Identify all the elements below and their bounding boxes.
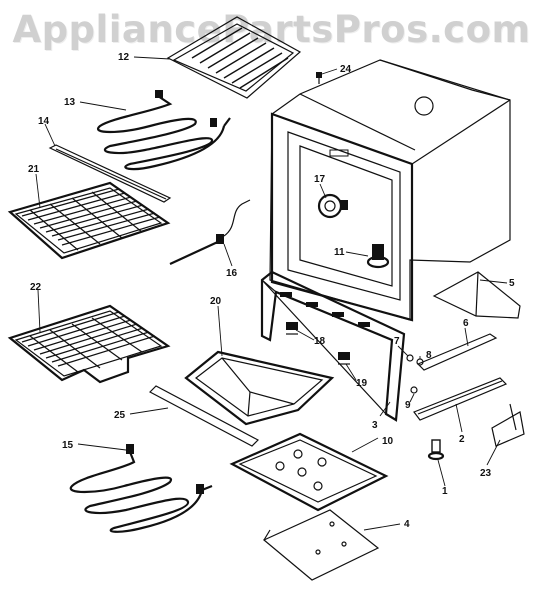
callout-14: 14 [38, 116, 50, 127]
callout-12: 12 [118, 52, 130, 63]
callout-10: 10 [382, 436, 394, 447]
callout-6: 6 [463, 318, 469, 329]
part-anti-tip-bracket [491, 403, 525, 447]
part-front-frame [260, 270, 406, 422]
callout-19: 19 [356, 378, 368, 389]
part-screw-7 [406, 354, 414, 362]
callout-8: 8 [426, 350, 432, 361]
callout-11: 11 [334, 247, 345, 258]
callout-23: 23 [480, 468, 492, 479]
part-oven-light [317, 193, 348, 219]
part-lower-element [69, 444, 213, 533]
part-temp-sensor [169, 199, 251, 265]
watermark-text: AppliancePartsPros.com [12, 8, 531, 51]
part-screw-top [316, 72, 322, 84]
callout-labels: 12 24 13 14 21 17 11 16 5 22 20 18 6 7 8… [28, 52, 515, 530]
part-screw-9 [410, 386, 418, 394]
callout-18: 18 [314, 336, 326, 347]
callout-2: 2 [459, 434, 465, 445]
part-rack-rail [48, 144, 172, 203]
part-oven-rack-lower [7, 304, 171, 384]
callout-22: 22 [30, 282, 42, 293]
part-oven-cavity [269, 59, 511, 322]
callout-13: 13 [64, 97, 76, 108]
callout-3: 3 [372, 420, 378, 431]
leader-lines [35, 56, 508, 531]
callout-25: 25 [114, 410, 126, 421]
callout-20: 20 [210, 296, 222, 307]
callout-17: 17 [314, 174, 326, 185]
part-bottom-cover [229, 432, 389, 512]
part-bottom-pan [184, 350, 335, 426]
callout-21: 21 [28, 164, 40, 175]
part-sensor-socket [366, 244, 390, 269]
callout-24: 24 [340, 64, 352, 75]
part-bottom-bracket [432, 271, 521, 319]
part-top-shield [166, 16, 302, 99]
part-trim-strip [149, 385, 259, 447]
callout-16: 16 [226, 268, 238, 279]
part-leveling-leg [427, 439, 445, 461]
callout-15: 15 [62, 440, 74, 451]
callout-1: 1 [442, 486, 448, 497]
callout-9: 9 [405, 400, 411, 411]
part-clip-19 [338, 352, 350, 365]
callout-7: 7 [394, 336, 400, 347]
part-clip-18 [286, 322, 298, 335]
part-side-rail-6 [416, 333, 498, 371]
callout-4: 4 [404, 519, 410, 530]
part-slide-rail-2 [413, 377, 508, 421]
callout-5: 5 [509, 278, 515, 289]
part-upper-element [96, 90, 231, 171]
part-access-cover [262, 509, 380, 581]
part-oven-rack-upper [7, 181, 171, 260]
